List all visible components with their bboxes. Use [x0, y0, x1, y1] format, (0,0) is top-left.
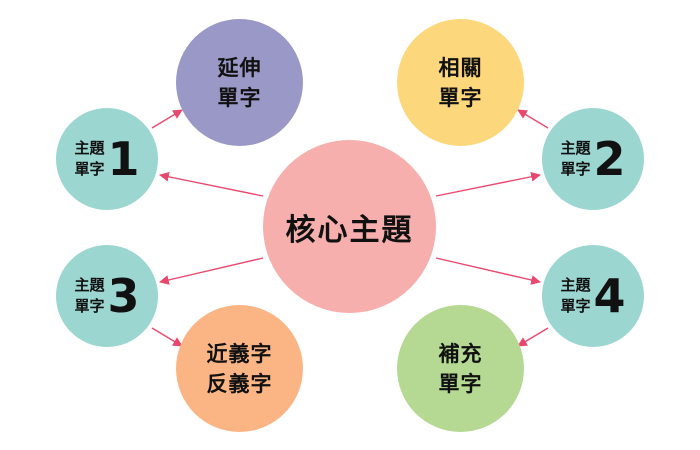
topic-3-line2: 單字: [74, 297, 105, 315]
topic-1-line2: 單字: [74, 160, 105, 178]
topic-1-number: 1: [107, 132, 140, 186]
center-topic-node: 核心主題: [263, 140, 436, 313]
topic-4-line1: 主題: [560, 276, 591, 294]
topic-words-node-3: 主題 單字 3: [56, 245, 158, 347]
supplement-words-node: 補充 單字: [397, 305, 524, 432]
topic-3-number: 3: [107, 269, 140, 323]
related-words-line2: 單字: [438, 85, 483, 110]
arrow-center-to-topic4: [435, 257, 541, 285]
topic-words-node-4: 主題 單字 4: [542, 245, 644, 347]
topic-1-label: 主題 單字: [74, 138, 104, 180]
center-topic-label: 核心主題: [285, 212, 414, 248]
topic-2-label: 主題 單字: [560, 138, 590, 180]
topic-4-label: 主題 單字: [560, 275, 590, 317]
topic-4-line2: 單字: [560, 297, 591, 315]
topic-2-number: 2: [593, 132, 626, 186]
topic-words-node-1: 主題 單字 1: [56, 108, 158, 210]
topic-2-line2: 單字: [560, 160, 591, 178]
synonym-line: 近義字: [206, 341, 273, 366]
topic-3-label: 主題 單字: [74, 275, 104, 317]
supplement-words-line2: 單字: [438, 371, 483, 396]
extend-words-line2: 單字: [217, 85, 262, 110]
topic-2-line1: 主題: [560, 139, 591, 157]
supplement-words-line1: 補充: [438, 341, 483, 366]
arrow-topic3-to-synonym: [151, 327, 183, 347]
antonym-line: 反義字: [206, 371, 273, 396]
synonym-antonym-node: 近義字 反義字: [176, 305, 303, 432]
arrow-topic2-to-related: [517, 109, 549, 129]
related-words-node: 相關 單字: [397, 19, 524, 146]
arrow-topic1-to-extend: [151, 109, 183, 129]
extend-words-line1: 延伸: [217, 55, 262, 80]
arrow-center-to-topic2: [435, 171, 541, 197]
topic-words-node-2: 主題 單字 2: [542, 108, 644, 210]
topic-1-line1: 主題: [74, 139, 105, 157]
arrow-center-to-topic1: [159, 171, 264, 197]
extend-words-node: 延伸 單字: [176, 19, 303, 146]
arrow-center-to-topic3: [159, 257, 264, 285]
topic-4-number: 4: [593, 269, 626, 323]
related-words-line1: 相關: [438, 55, 483, 80]
topic-3-line1: 主題: [74, 276, 105, 294]
arrow-topic4-to-supplement: [517, 327, 549, 347]
